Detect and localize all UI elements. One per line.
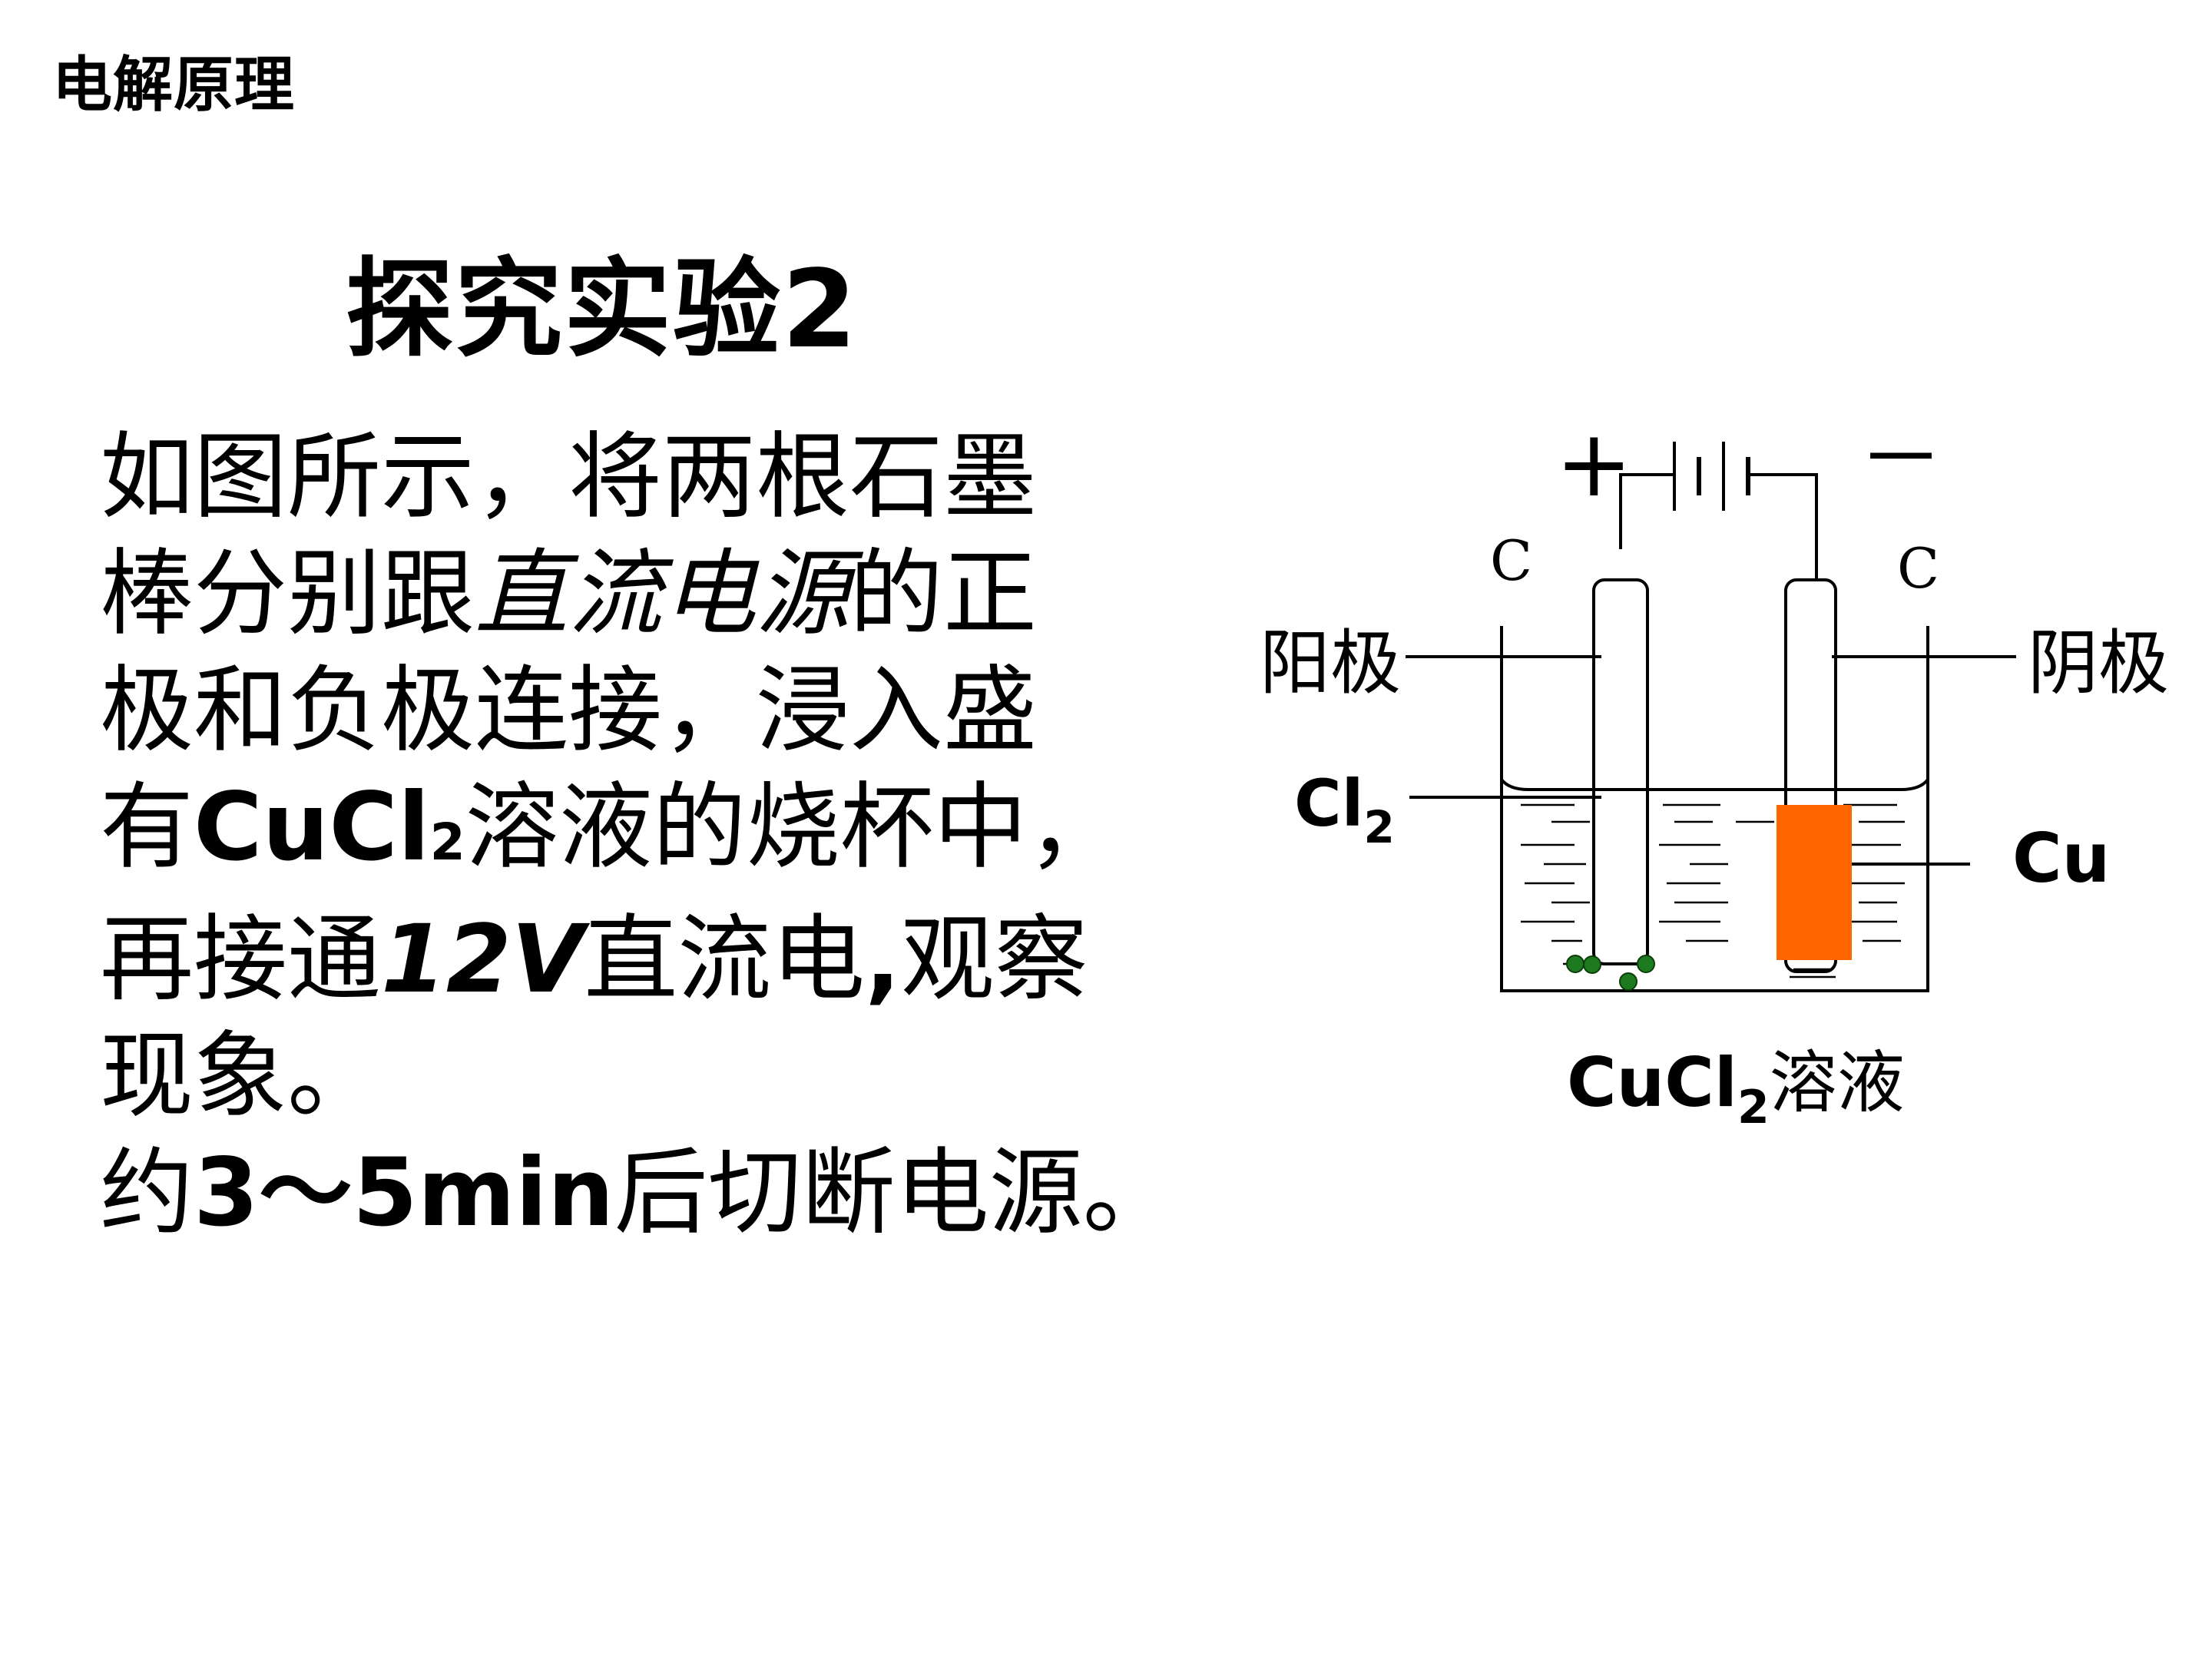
text: 的正: [849, 539, 1037, 648]
anode-material-label: C: [1490, 528, 1532, 593]
paragraph-line-5: 再接通12V直流电,观察: [100, 901, 1175, 1018]
instruction-paragraph: 如图所示，将两根石墨 棒分别跟直流电源的正 极和负极连接，浸入盛 有CuCl2溶…: [100, 419, 1177, 1251]
text: 约: [100, 1138, 194, 1247]
beaker: [1500, 626, 1929, 992]
paragraph-line-3: 极和负极连接，浸入盛: [100, 656, 1037, 765]
anode-electrode: [1592, 578, 1649, 965]
formula-subscript: 2: [429, 813, 465, 872]
copper-label: Cu: [2012, 819, 2110, 898]
cathode-material-label: C: [1897, 536, 1939, 601]
solution-suffix: 溶液: [1770, 1043, 1905, 1122]
text: 再接通: [100, 905, 381, 1014]
solution-subscript: 2: [1737, 1081, 1770, 1134]
cathode-label: 阴极: [2028, 622, 2169, 704]
solution-surface: [1500, 778, 1929, 791]
voltage-value: 12V: [381, 905, 584, 1014]
header-label: 电解原理: [52, 50, 296, 120]
paragraph-line-1: 如图所示，将两根石墨: [100, 422, 1037, 531]
anode-label: 阳极: [1260, 622, 1401, 704]
text: 直流电: [584, 905, 866, 1014]
formula-cucl: CuCl: [194, 773, 430, 882]
text: 溶液的烧杯中，: [465, 773, 1121, 882]
page-title: 探究实验2: [346, 247, 859, 373]
duration-value: 3～5min: [194, 1138, 614, 1247]
chlorine-subscript: 2: [1363, 801, 1394, 853]
text: 后切断电源。: [614, 1138, 1177, 1247]
paragraph-line-4: 有CuCl2溶液的烧杯中，: [100, 769, 1175, 901]
solution-label: CuCl2溶液: [1567, 1043, 1905, 1134]
chlorine-label: Cl2: [1294, 766, 1395, 853]
power-source-term: 直流电源: [475, 539, 849, 648]
chlorine-formula: Cl: [1294, 766, 1363, 841]
negative-terminal-sign: －: [1859, 409, 1943, 508]
chlorine-bubbles: [1566, 955, 1655, 991]
solution-liquid: [1521, 803, 1905, 979]
battery-icon: [1619, 442, 1818, 580]
text: 观察: [900, 905, 1088, 1014]
solution-formula: CuCl: [1567, 1043, 1737, 1122]
comma: ,: [865, 905, 901, 1014]
text: 棒分别跟: [100, 539, 475, 648]
positive-terminal-sign: +: [1555, 411, 1633, 518]
paragraph-line-6: 现象。: [100, 1022, 381, 1131]
copper-deposit: [1777, 805, 1852, 960]
text: 有: [100, 773, 194, 882]
paragraph-line-2: 棒分别跟直流电源的正: [100, 535, 1175, 652]
cathode-electrode: [1784, 578, 1837, 973]
paragraph-line-7: 约3～5min后切断电源。: [100, 1134, 1177, 1251]
